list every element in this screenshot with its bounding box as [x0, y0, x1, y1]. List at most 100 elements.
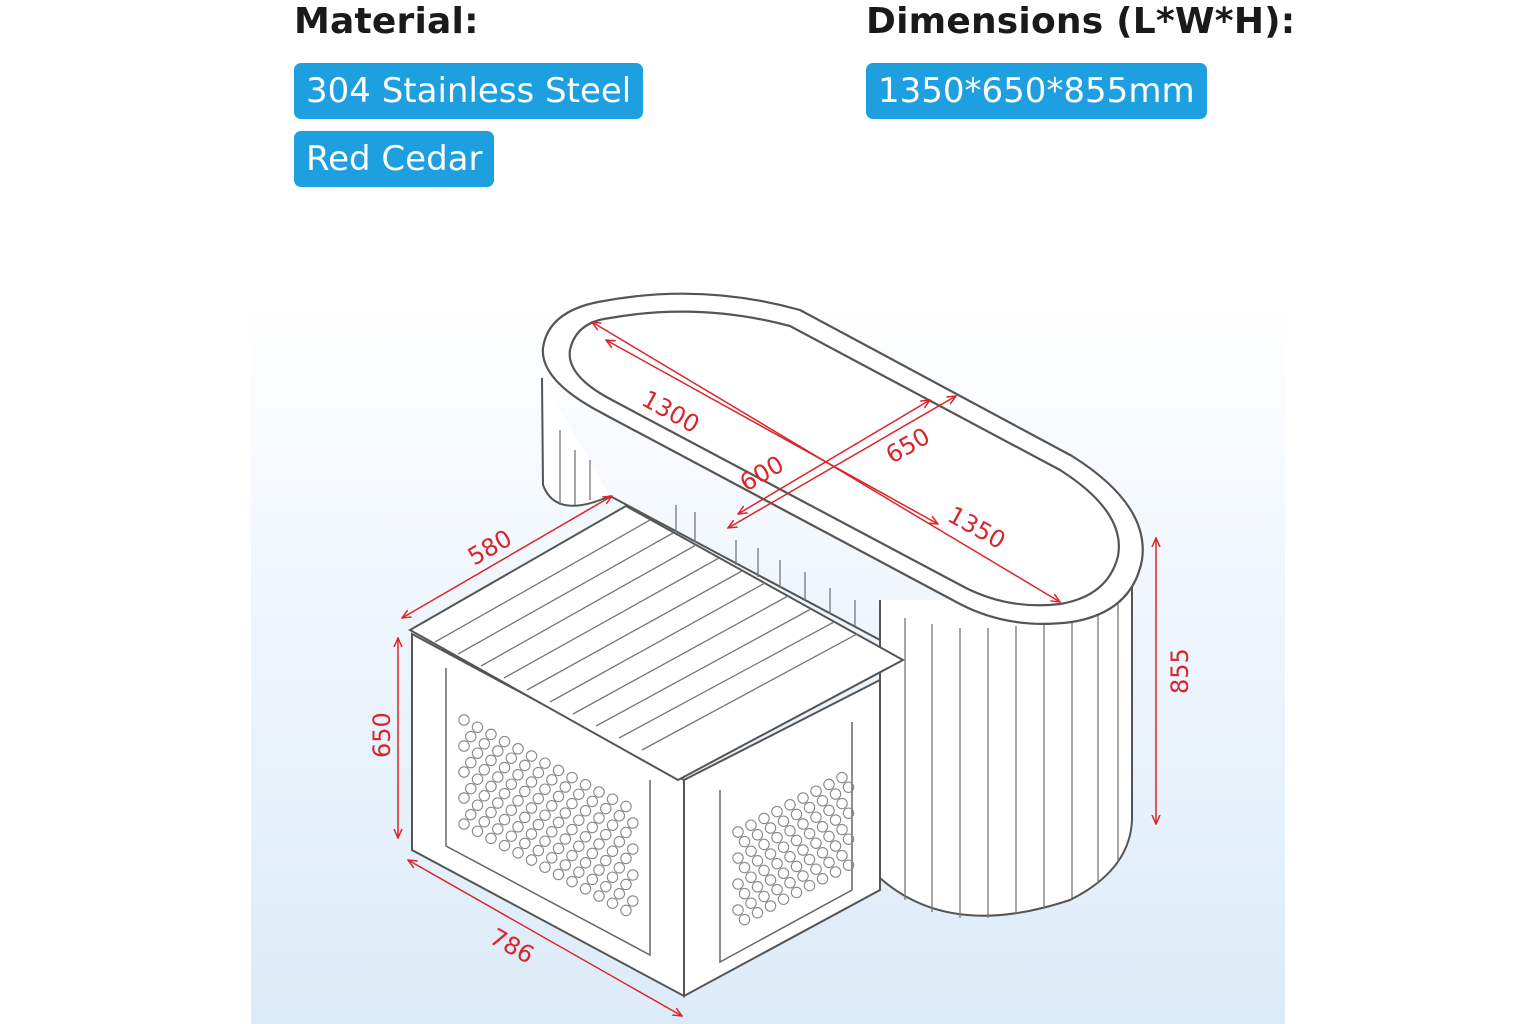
- perforation-hole: [758, 890, 770, 903]
- perforation-hole: [505, 830, 518, 842]
- perforation-hole: [465, 808, 477, 821]
- perforation-hole: [532, 766, 545, 779]
- perforation-hole: [505, 804, 518, 816]
- perforation-hole: [465, 782, 477, 795]
- perforation-hole: [458, 740, 470, 752]
- perforation-hole: [771, 805, 783, 818]
- perforation-hole: [471, 799, 484, 811]
- perforation-hole: [751, 855, 764, 867]
- perforation-hole: [600, 828, 612, 841]
- perforation-hole: [519, 785, 531, 798]
- perforation-hole: [573, 840, 585, 852]
- perforation-hole: [836, 771, 848, 784]
- perforation-hole: [586, 795, 599, 808]
- perforation-hole: [784, 825, 796, 837]
- perforation-hole: [512, 769, 524, 781]
- perforation-hole: [764, 822, 777, 834]
- perforation-hole: [492, 771, 504, 783]
- perforation-hole: [519, 837, 531, 850]
- perforation-hole: [465, 756, 477, 769]
- perforation-hole: [505, 752, 518, 764]
- dimensions-tag: 1350*650*855mm: [866, 63, 1207, 119]
- perforation-hole: [613, 836, 626, 848]
- perforation-hole: [458, 818, 470, 830]
- perforation-hole: [458, 766, 470, 778]
- perforation-hole: [823, 778, 835, 791]
- tub-right-wall: [879, 583, 1133, 917]
- perforation-hole: [485, 728, 497, 741]
- dim-line-step-length: [408, 860, 682, 1016]
- perforation-hole: [478, 738, 491, 750]
- perforation-hole: [732, 852, 744, 864]
- perforation-hole: [498, 735, 511, 748]
- perforation-hole: [512, 821, 524, 833]
- perforation-hole: [823, 804, 835, 817]
- perforation-hole: [566, 823, 578, 836]
- perforation-hole: [606, 845, 619, 857]
- perforation-hole: [758, 812, 770, 825]
- perforation-hole: [606, 819, 619, 831]
- perforation-hole: [784, 877, 796, 889]
- perforation-hole: [764, 874, 777, 886]
- perforation-hole: [790, 834, 803, 847]
- perforation-hole: [519, 759, 531, 772]
- perforation-hole: [546, 826, 558, 838]
- perforation-hole: [498, 839, 511, 852]
- perforation-hole: [546, 800, 558, 812]
- dim-line-step-depth: [402, 496, 612, 618]
- perforation-hole: [771, 831, 783, 844]
- perforation-hole: [829, 814, 842, 826]
- perforation-hole: [613, 810, 626, 822]
- perforation-hole: [465, 730, 477, 743]
- perforation-hole: [620, 800, 632, 813]
- perforation-hole: [803, 827, 816, 840]
- perforation-hole: [627, 817, 639, 829]
- perforation-hole: [745, 897, 757, 909]
- perforation-hole: [842, 859, 855, 871]
- perforation-hole: [471, 825, 484, 837]
- perforation-hole: [512, 743, 524, 755]
- perforation-hole: [777, 815, 790, 827]
- perforation-hole: [797, 844, 809, 856]
- perforation-hole: [525, 750, 538, 762]
- perforation-hole: [823, 830, 835, 843]
- perforation-hole: [751, 881, 764, 893]
- perforation-hole: [797, 870, 809, 882]
- perforation-hole: [485, 754, 497, 767]
- perforation-hole: [586, 821, 599, 834]
- perforation-hole: [816, 847, 829, 859]
- perforation-hole: [593, 812, 605, 824]
- perforation-hole: [546, 774, 558, 786]
- perforation-hole: [539, 783, 551, 795]
- perforation-hole: [732, 904, 744, 916]
- dimensions-heading: Dimensions (L*W*H):: [866, 1, 1296, 42]
- perforation-hole: [478, 764, 491, 776]
- perforation-hole: [492, 823, 504, 835]
- perforation-hole: [552, 816, 565, 829]
- perforation-hole: [498, 787, 511, 800]
- perforation-hole: [552, 790, 565, 803]
- perforation-hole: [758, 864, 770, 877]
- perforation-hole: [485, 806, 497, 819]
- perforation-hole: [738, 861, 751, 874]
- perforation-hole: [836, 823, 848, 836]
- perforation-hole: [620, 826, 632, 839]
- perforation-hole: [539, 835, 551, 847]
- perforation-hole: [593, 786, 605, 798]
- perforation-hole: [829, 840, 842, 852]
- dim-label-step-height: 650: [368, 712, 396, 758]
- perforation-hole: [790, 886, 803, 899]
- material-tag-stainless-steel: 304 Stainless Steel: [294, 63, 644, 119]
- perforation-hole: [512, 795, 524, 807]
- perforation-hole: [816, 795, 829, 807]
- tub-inner-rim: [568, 310, 1120, 607]
- perforation-hole: [532, 818, 545, 831]
- perforation-hole: [505, 778, 518, 790]
- perforation-hole: [573, 814, 585, 826]
- perforation-hole: [593, 838, 605, 850]
- perforation-hole: [552, 842, 565, 855]
- material-tag-red-cedar: Red Cedar: [294, 131, 495, 187]
- perforation-hole: [745, 845, 757, 857]
- perforation-hole: [579, 805, 592, 817]
- perforation-hole: [471, 721, 484, 733]
